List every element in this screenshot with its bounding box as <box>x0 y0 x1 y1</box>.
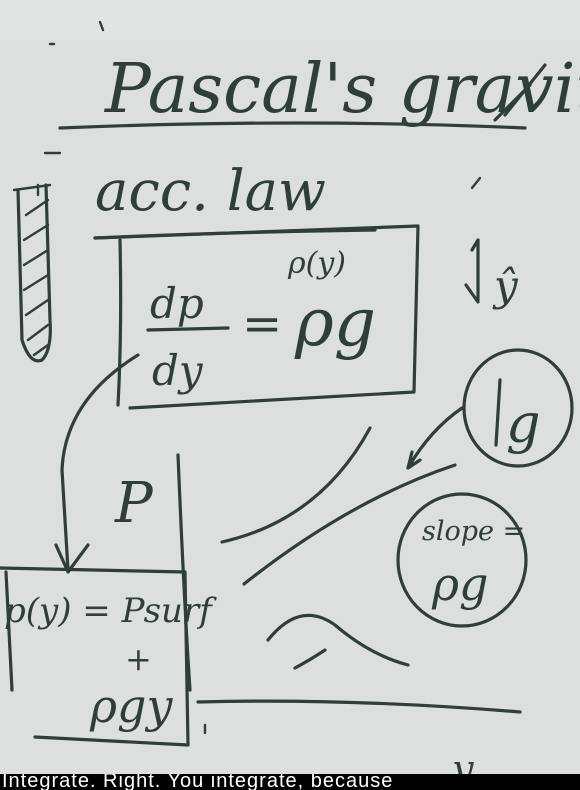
fraction-bar <box>146 326 230 332</box>
derivation-arrow <box>54 353 140 574</box>
g-arrow <box>406 406 464 470</box>
curve-small <box>293 648 327 670</box>
stray-marks <box>48 20 105 46</box>
solution-line1: p(y) = Psurf <box>4 591 217 631</box>
curve-middle <box>242 463 457 586</box>
title-underline <box>58 121 527 130</box>
y-hat-label: ŷ <box>492 261 519 310</box>
eq-denominator: dy <box>152 346 204 395</box>
solution-plus: + <box>125 640 152 678</box>
caption-text: Integrate. Right. You integrate, because <box>2 774 394 790</box>
caption-bar: Integrate. Right. You integrate, because <box>0 774 580 790</box>
g-label: g <box>506 392 541 455</box>
curve-lower <box>266 613 410 667</box>
y-axis-arrow: ŷ <box>464 238 519 310</box>
test-tube-icon <box>12 183 52 363</box>
solution-line2: ρgy <box>89 679 173 733</box>
subtitle-text: acc. law <box>95 159 326 224</box>
slope-line1: slope = <box>422 516 525 547</box>
curve-upper <box>220 426 372 544</box>
eq-equals: = <box>242 296 282 352</box>
equation-box <box>93 224 420 410</box>
eq-numerator: dp <box>150 279 204 328</box>
p-label: P <box>114 471 154 536</box>
equation: dp dy = ρg ρ(y) <box>146 246 376 395</box>
g-circle: g <box>462 348 574 468</box>
stray-mark-2 <box>470 176 482 190</box>
eq-rhs: ρg <box>294 284 376 361</box>
eq-note: ρ(y) <box>287 246 346 281</box>
title-strike-icon <box>493 63 547 122</box>
y-axis-line <box>196 699 522 714</box>
slope-line2: ρg <box>431 557 489 611</box>
title-text: Pascal's gravity <box>103 50 580 129</box>
solution-box <box>0 566 190 747</box>
solution: p(y) = Psurf + ρgy <box>4 591 217 733</box>
slope-circle: slope = ρg <box>396 492 528 628</box>
